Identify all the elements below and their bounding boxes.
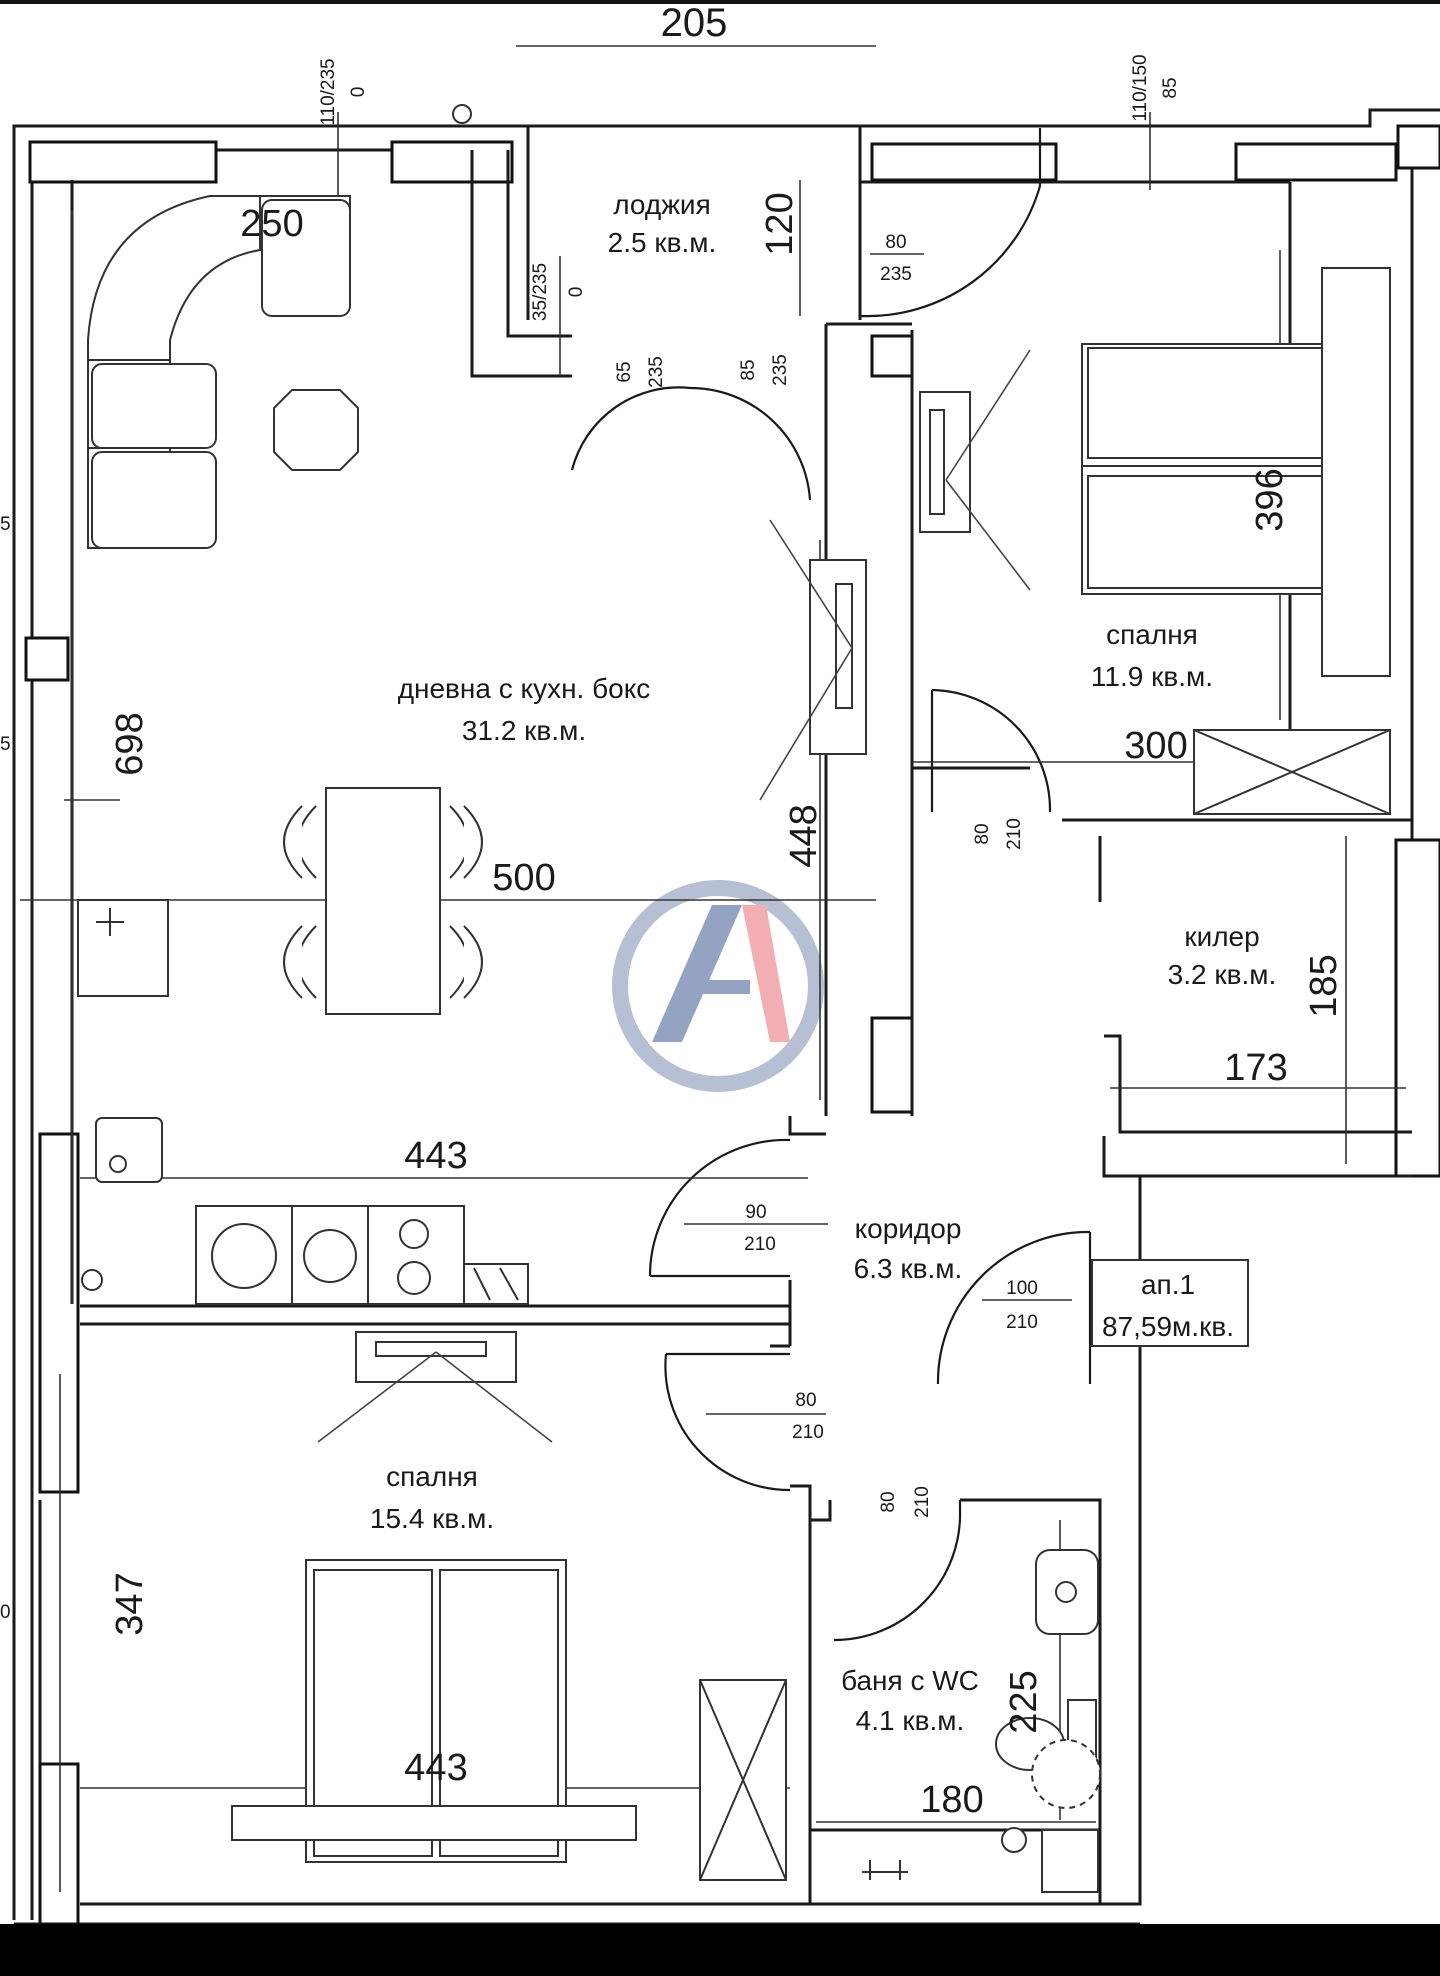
window-label: 110/235 (318, 58, 339, 125)
window-label: 110/150 (1130, 54, 1151, 121)
room-loggia: лоджия 2.5 кв.м. (608, 189, 717, 258)
room-name: коридор (855, 1213, 962, 1244)
room-name: дневна с кухн. бокс (398, 673, 651, 704)
room-bedroom-large: спалня 15.4 кв.м. (370, 1461, 494, 1534)
door-label: 235 (880, 264, 912, 285)
bedroom-large-door (664, 1353, 791, 1492)
storage-door (936, 1230, 1091, 1385)
window-label: 35/235 (530, 263, 551, 321)
living-door (648, 1138, 791, 1277)
door-label: 80 (795, 1390, 816, 1411)
edge-label: 0 (0, 1602, 11, 1623)
room-name: лоджия (613, 189, 710, 220)
loggia-door-right (689, 386, 812, 501)
window-label: 85 (1160, 77, 1181, 98)
sofa (87, 195, 351, 549)
door-label: 210 (912, 1486, 933, 1518)
room-name: килер (1184, 921, 1259, 952)
bedroom-small-door (931, 688, 1052, 813)
window-label: 0 (348, 87, 369, 98)
dim-bedroom-large-width: 443 (404, 1747, 467, 1789)
room-storage: килер 3.2 кв.м. (1168, 921, 1277, 990)
kitchen-sink (95, 1117, 163, 1183)
dim-loggia-depth: 120 (759, 192, 801, 255)
door-label: 210 (744, 1234, 776, 1255)
apartment-label: ап.1 (1141, 1269, 1195, 1300)
furniture (77, 104, 1391, 1893)
dim-bedroom-large-height: 347 (109, 1572, 151, 1635)
dim-storage-width: 173 (1224, 1047, 1287, 1089)
room-area: 3.2 кв.м. (1168, 959, 1277, 990)
window-label: 0 (566, 287, 587, 298)
door-label: 210 (792, 1422, 824, 1443)
dim-partition-height: 448 (783, 804, 825, 867)
fridge (77, 899, 169, 997)
room-bedroom-small: спалня 11.9 кв.м. (1091, 619, 1213, 692)
room-name: спалня (1106, 619, 1198, 650)
apartment-total-area: 87,59м.кв. (1102, 1311, 1234, 1342)
door-label: 235 (770, 354, 791, 386)
room-living: дневна с кухн. бокс 31.2 кв.м. (398, 673, 651, 746)
door-label: 210 (1006, 1312, 1038, 1333)
room-bathroom: баня с WC 4.1 кв.м. (841, 1665, 979, 1736)
door-label: 85 (738, 359, 759, 380)
room-corridor: коридор 6.3 кв.м. (854, 1213, 963, 1284)
windows (24, 124, 1440, 1926)
door-label: 80 (972, 823, 993, 844)
coffee-table (273, 389, 359, 471)
window-labels: 110/235 0 110/150 85 35/235 0 (318, 54, 1181, 321)
dim-kitchen-width: 443 (404, 1135, 467, 1177)
dim-bath-width: 180 (920, 1779, 983, 1821)
door-labels: 65 235 85 235 80 235 80 210 90 210 100 2… (614, 232, 1072, 1518)
watermark-logo-icon (612, 880, 824, 1092)
door-label: 65 (614, 361, 635, 382)
dim-bedroom-small-width: 300 (1124, 725, 1187, 767)
dim-storage-height: 185 (1303, 954, 1345, 1017)
room-area: 4.1 кв.м. (856, 1705, 965, 1736)
room-name: баня с WC (841, 1665, 979, 1696)
door-label: 80 (885, 232, 906, 253)
edge-label: 5 (0, 514, 11, 535)
door-label: 100 (1006, 1278, 1038, 1299)
tv-view-lines (317, 349, 1031, 1443)
dining-set (283, 787, 483, 1015)
bath-cabinet (1041, 1829, 1099, 1893)
room-area: 11.9 кв.м. (1091, 661, 1213, 692)
room-area: 6.3 кв.м. (854, 1253, 963, 1284)
room-area: 15.4 кв.м. (370, 1503, 494, 1534)
room-area: 2.5 кв.м. (608, 227, 717, 258)
dim-living-width: 500 (492, 857, 555, 899)
outer-walls (12, 108, 1440, 1926)
loggia-door-left (570, 386, 691, 471)
room-name: спалня (386, 1461, 478, 1492)
door-label: 210 (1004, 818, 1025, 850)
bath-door (833, 1509, 962, 1642)
bottom-bar (0, 1924, 1440, 1976)
doors (570, 128, 1092, 1642)
edge-label: 5 (0, 734, 11, 755)
door-label: 90 (745, 1202, 766, 1223)
room-area: 31.2 кв.м. (462, 715, 586, 746)
door-label: 235 (646, 356, 667, 388)
apartment-label-box: ап.1 87,59м.кв. (1091, 1259, 1249, 1347)
dim-bedroom-small-height: 396 (1249, 468, 1291, 531)
dim-bath-height: 225 (1003, 1670, 1045, 1733)
top-dimension: 205 (661, 1, 728, 45)
dim-sofa-width: 250 (240, 203, 303, 245)
top-border (0, 0, 1440, 4)
door-label: 80 (878, 1491, 899, 1512)
balcony-door (859, 185, 1042, 318)
dim-living-height: 698 (109, 712, 151, 775)
